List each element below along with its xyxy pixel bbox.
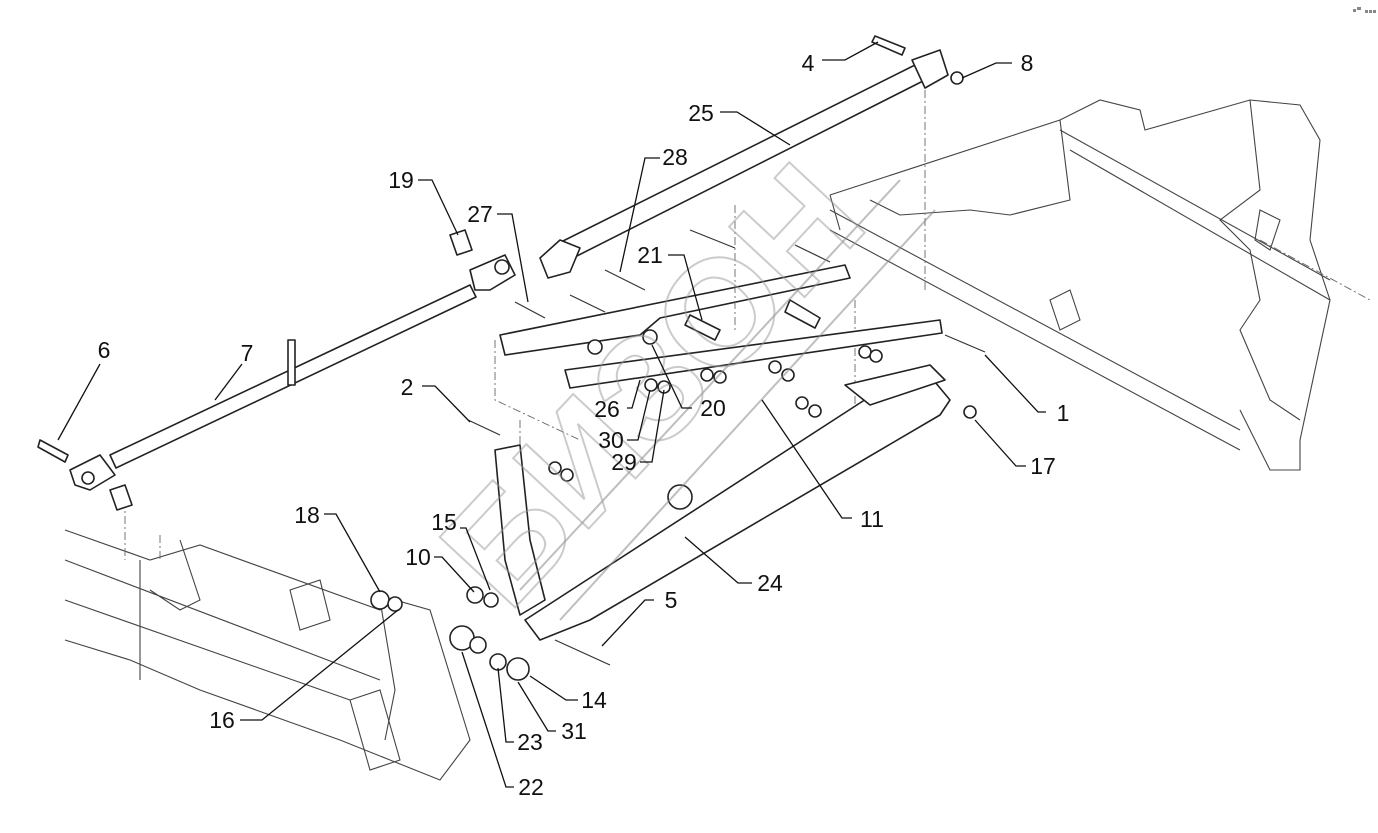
callout-17: 17: [1030, 453, 1056, 479]
callout-16: 16: [209, 707, 235, 733]
callout-24: 24: [757, 570, 783, 596]
callout-19: 19: [388, 167, 414, 193]
callout-14: 14: [581, 687, 607, 713]
left-frame: [64, 500, 471, 781]
bolts: [467, 229, 986, 666]
callout-23: 23: [517, 729, 543, 755]
callout-31: 31: [561, 718, 587, 744]
callout-10: 10: [405, 544, 431, 570]
callout-15: 15: [431, 509, 457, 535]
part-26-plates: [494, 205, 943, 482]
callout-11: 11: [860, 506, 884, 532]
callout-20: 20: [700, 395, 726, 421]
callout-21: 21: [637, 242, 663, 268]
callout-2: 2: [401, 374, 414, 400]
callout-25: 25: [688, 100, 714, 126]
callout-28: 28: [662, 144, 688, 170]
main-frame: [829, 90, 1371, 471]
callout-18: 18: [294, 502, 320, 528]
callout-4: 4: [802, 50, 815, 76]
leader-lines: [57, 41, 1046, 788]
washers: [370, 586, 530, 681]
callout-labels: 1 2 4 5 6 7 8 10 11 14 15 16 17 18 19 20…: [98, 50, 1070, 800]
callout-29: 29: [611, 449, 637, 475]
part-25-rod: [539, 35, 964, 279]
callout-30: 30: [598, 427, 624, 453]
callout-27: 27: [467, 201, 493, 227]
callout-1: 1: [1057, 400, 1070, 426]
part-7-rod: [37, 229, 516, 511]
callout-5: 5: [665, 587, 678, 613]
callout-22: 22: [518, 774, 544, 800]
callout-6: 6: [98, 337, 111, 363]
callout-7: 7: [241, 340, 254, 366]
callout-26: 26: [594, 396, 620, 422]
part-24-arm: [494, 364, 977, 641]
callout-8: 8: [1021, 50, 1034, 76]
corner-mark-icon: [1353, 7, 1376, 13]
